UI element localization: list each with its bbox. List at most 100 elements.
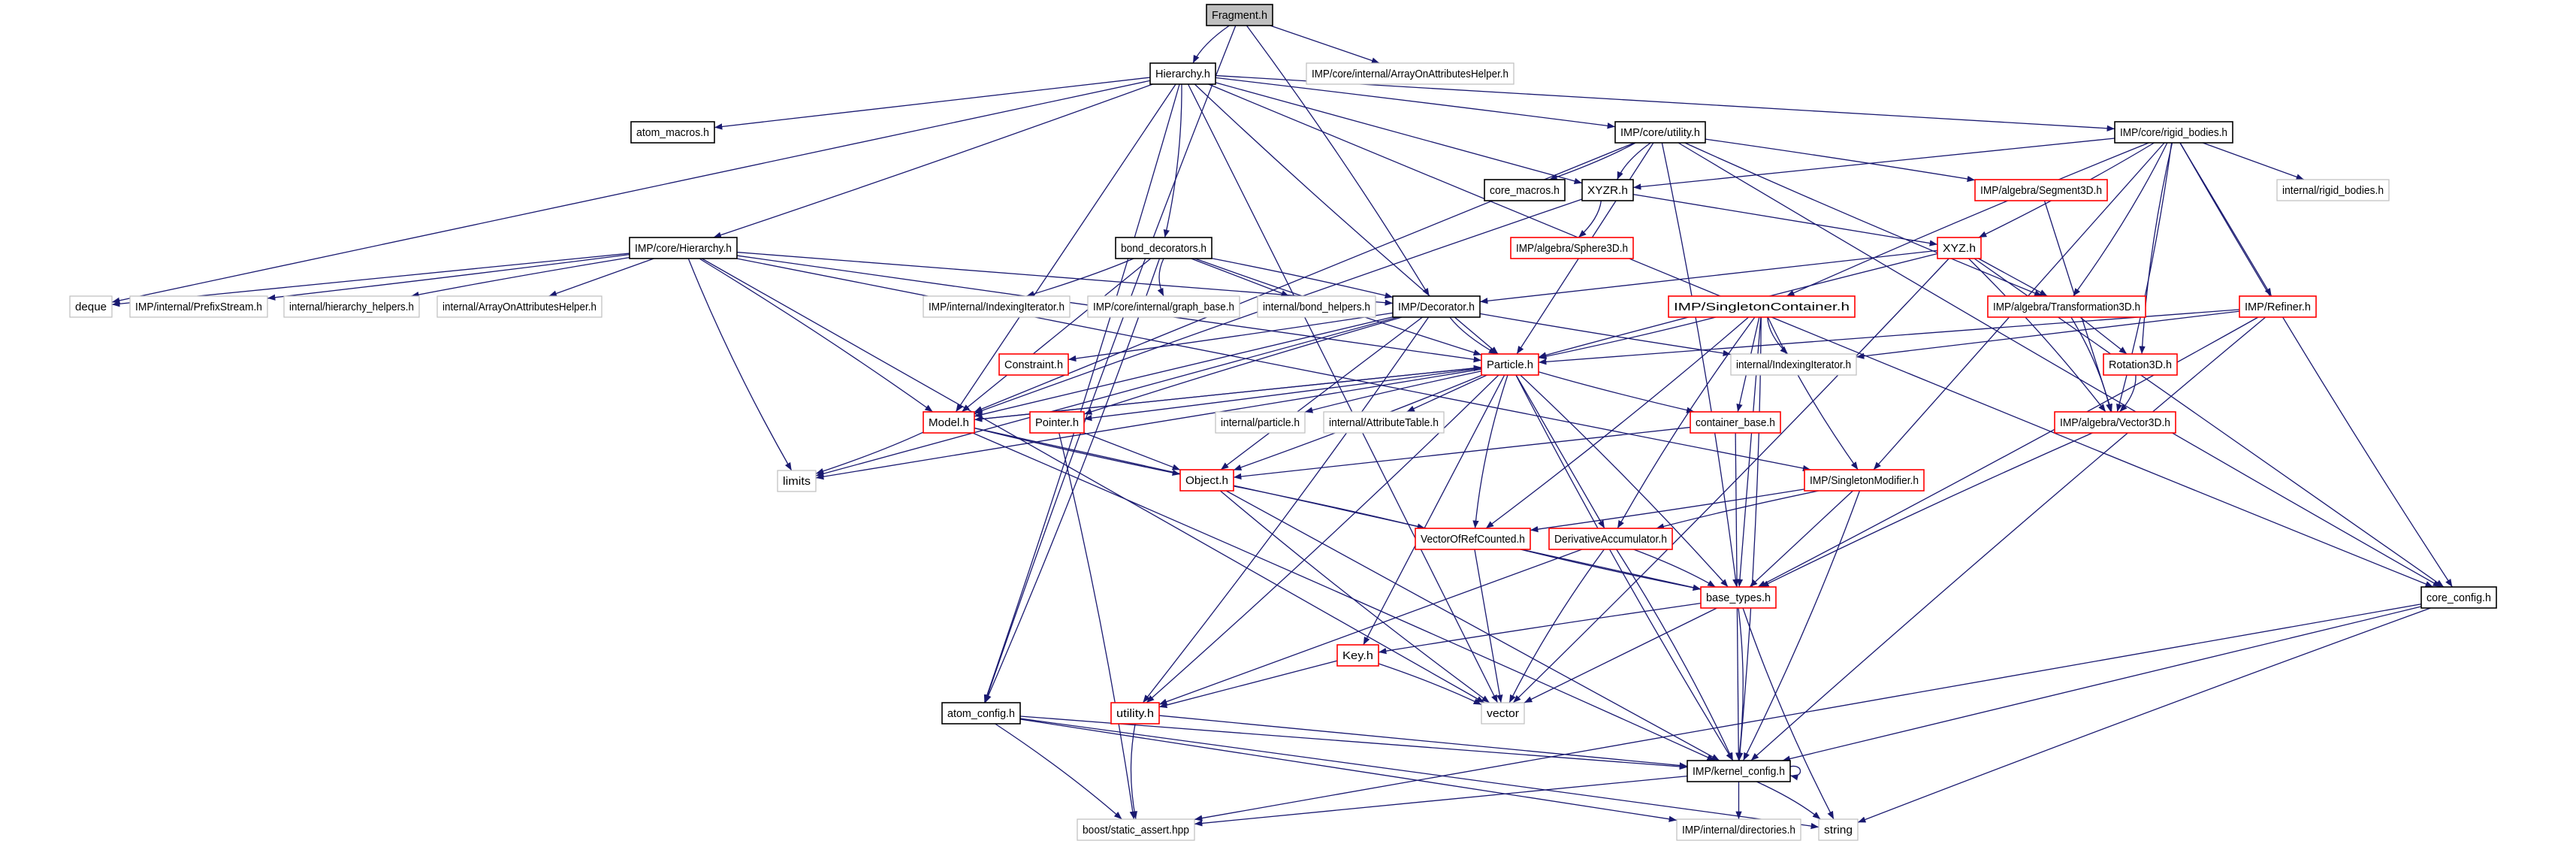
edge-rigid_bodies-to-xyzr (1632, 138, 2115, 190)
node-label: IMP/Refiner.h (2245, 301, 2311, 313)
edge-kernel_config-to-string (1756, 781, 1821, 820)
edge-hierarchy-to-bond_decorators (1163, 83, 1182, 238)
node-xyz[interactable]: XYZ.h (1937, 237, 1982, 259)
node-box (2239, 295, 2317, 318)
node-label: IMP/internal/directories.h (1682, 824, 1795, 836)
node-sphere3d[interactable]: IMP/algebra/Sphere3D.h (1510, 237, 1634, 259)
edge-pointer-to-object (1083, 432, 1181, 470)
edge-core_utility-to-base_types (1661, 142, 1739, 588)
node-int-rigid-bodies: internal/rigid_bodies.h (2276, 179, 2390, 201)
node-label: IMP/algebra/Vector3D.h (2060, 416, 2170, 429)
node-label: IMP/algebra/Transformation3D.h (1993, 301, 2140, 313)
node-core-int-aoah: IMP/core/internal/ArrayOnAttributesHelpe… (1306, 62, 1514, 85)
edge-xyzr-to-xyz (1632, 193, 1938, 247)
edge-deriv_acc-to-utility (1158, 549, 1583, 705)
node-box (1690, 411, 1781, 434)
node-key[interactable]: Key.h (1336, 644, 1379, 667)
edge-decorator-to-int_indexing (1479, 313, 1732, 357)
edge-rigid_bodies-to-rotation3d (2139, 142, 2173, 355)
node-kernel-config[interactable]: IMP/kernel_config.h (1687, 760, 1791, 782)
node-int-particle: internal/particle.h (1215, 411, 1306, 434)
edge-vector_of_ref-to-base_types (1520, 549, 1702, 591)
node-vector-of-ref[interactable]: VectorOfRefCounted.h (1415, 528, 1531, 550)
node-decorator[interactable]: IMP/Decorator.h (1392, 295, 1481, 318)
node-hier-helpers: internal/hierarchy_helpers.h (283, 295, 420, 318)
edge-hierarchy-to-deque (111, 80, 1151, 304)
node-label: IMP/core/internal/ArrayOnAttributesHelpe… (1312, 68, 1508, 80)
edge-rigid_bodies-to-vector3d (2116, 142, 2173, 413)
edge-rigid_bodies-to-int_rigid_bodies (2202, 142, 2305, 180)
node-rigid-bodies[interactable]: IMP/core/rigid_bodies.h (2114, 121, 2233, 144)
node-particle[interactable]: Particle.h (1481, 353, 1539, 376)
node-hierarchy[interactable]: Hierarchy.h (1149, 62, 1216, 85)
node-label: bond_decorators.h (1121, 242, 1206, 255)
edge-hierarchy-to-vector (1187, 83, 1499, 703)
edge-object-to-vector (1219, 490, 1490, 703)
node-label: string (1824, 824, 1853, 836)
node-core-utility[interactable]: IMP/core/utility.h (1614, 121, 1706, 144)
node-label: internal/rigid_bodies.h (2282, 184, 2384, 197)
node-pointer[interactable]: Pointer.h (1029, 411, 1085, 434)
node-box (1257, 295, 1376, 318)
node-fragment[interactable]: Fragment.h (1206, 4, 1273, 26)
node-constraint[interactable]: Constraint.h (998, 353, 1069, 376)
node-atom-config[interactable]: atom_config.h (941, 702, 1021, 725)
node-label: IMP/core/Hierarchy.h (635, 242, 732, 255)
node-rotation3d[interactable]: Rotation3D.h (2103, 353, 2178, 376)
edge-container_base-to-object (1233, 426, 1691, 480)
node-attribute-table: internal/AttributeTable.h (1323, 411, 1445, 434)
edge-core_hierarchy-to-model (699, 258, 934, 413)
node-bond-decorators[interactable]: bond_decorators.h (1115, 237, 1213, 259)
edge-particle-to-kernel_config (1515, 374, 1734, 761)
edge-particle-to-container_base (1538, 371, 1695, 413)
node-core-hierarchy[interactable]: IMP/core/Hierarchy.h (629, 237, 738, 259)
node-label: atom_macros.h (636, 126, 709, 139)
node-core-macros[interactable]: core_macros.h (1484, 179, 1566, 201)
node-box (1323, 411, 1445, 434)
node-label: Fragment.h (1212, 9, 1267, 22)
node-label: internal/AttributeTable.h (1329, 416, 1439, 429)
node-xyzr[interactable]: XYZR.h (1581, 179, 1634, 201)
node-label: atom_config.h (947, 707, 1015, 720)
node-box (1306, 62, 1514, 85)
edge-bond_decorators-to-decorator (1211, 258, 1394, 299)
node-model[interactable]: Model.h (923, 411, 975, 434)
node-box (777, 470, 817, 492)
edge-kernel_config-to-static_assert (1194, 776, 1688, 827)
edge-deriv_acc-to-vector (1508, 549, 1605, 703)
edge-model-to-kernel_config (972, 432, 1716, 761)
node-directories: IMP/internal/directories.h (1676, 818, 1801, 841)
node-object[interactable]: Object.h (1179, 469, 1234, 492)
edge-utility-to-kernel_config (1158, 715, 1688, 769)
node-box (1179, 469, 1234, 492)
node-base-types[interactable]: base_types.h (1700, 586, 1777, 609)
edge-decorator-to-object (1220, 316, 1423, 470)
node-container-base[interactable]: container_base.h (1690, 411, 1781, 434)
edge-model-to-object (974, 427, 1181, 476)
node-box (923, 411, 975, 434)
node-deriv-acc[interactable]: DerivativeAccumulator.h (1548, 528, 1673, 550)
node-transformation3d[interactable]: IMP/algebra/Transformation3D.h (1987, 295, 2146, 318)
node-core-config[interactable]: core_config.h (2420, 586, 2497, 609)
edge-core_utility-to-xyzr (1617, 142, 1651, 180)
edge-core_hierarchy-to-hier_helpers (411, 256, 630, 298)
node-label: XYZR.h (1587, 184, 1628, 197)
node-singleton-modifier[interactable]: IMP/SingletonModifier.h (1804, 469, 1925, 492)
node-segment3d[interactable]: IMP/algebra/Segment3D.h (1974, 179, 2108, 201)
node-box (1987, 295, 2146, 318)
node-label: core_macros.h (1490, 184, 1560, 197)
node-label: IMP/algebra/Segment3D.h (1980, 184, 2102, 197)
node-refiner[interactable]: IMP/Refiner.h (2239, 295, 2317, 318)
edge-singleton_modifier-to-kernel_config (1742, 490, 1861, 761)
node-atom-macros[interactable]: atom_macros.h (630, 121, 715, 144)
edge-kernel_config-to-kernel_config (1789, 765, 1801, 781)
node-utility[interactable]: utility.h (1110, 702, 1160, 725)
node-vector3d[interactable]: IMP/algebra/Vector3D.h (2054, 411, 2176, 434)
node-box (1206, 4, 1273, 26)
node-box (1974, 179, 2108, 201)
node-singleton-container[interactable]: IMP/SingletonContainer.h (1668, 295, 1856, 318)
node-box (2103, 353, 2178, 376)
edge-hierarchy-to-model (955, 83, 1176, 413)
